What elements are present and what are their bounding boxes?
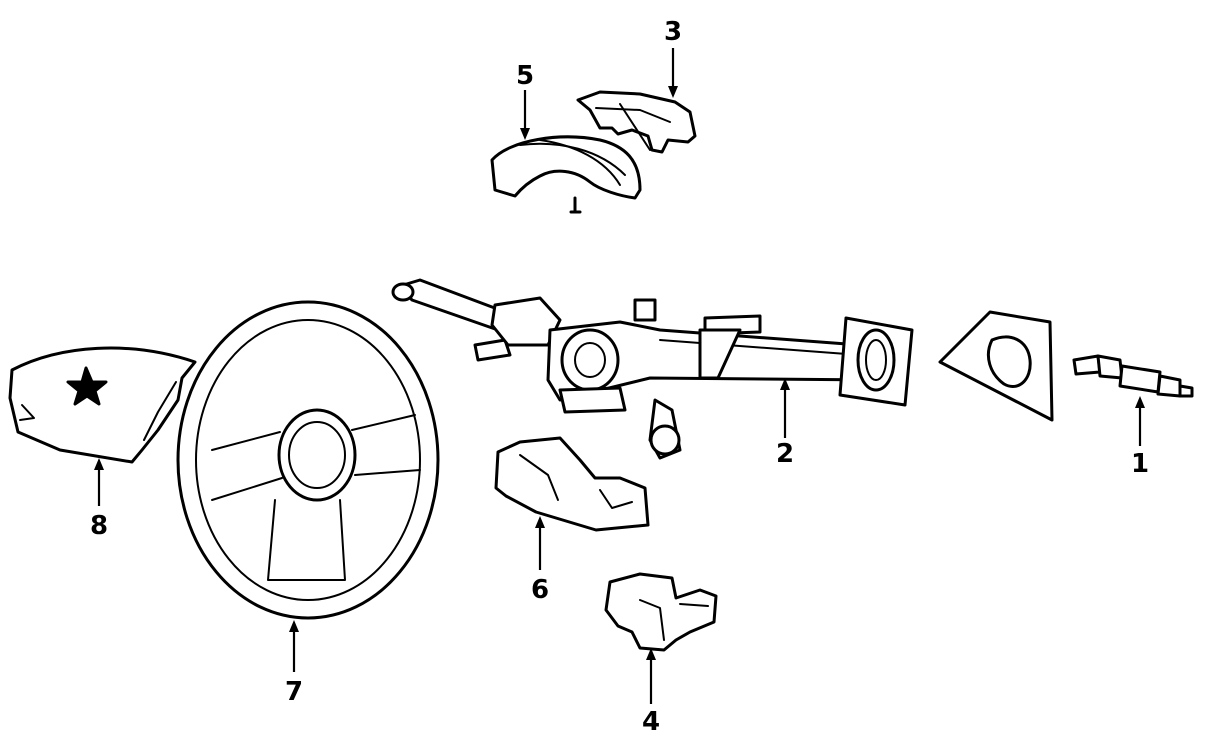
callout-5: 5 [516,61,534,91]
part-steering-wheel [176,300,440,620]
leader-line-7 [289,620,299,672]
callout-8: 8 [90,511,108,541]
callout-6: 6 [531,575,549,605]
part-switch-cover [604,572,718,652]
part-ignition-lock-cylinder [1072,354,1194,398]
callout-3: 3 [664,17,682,47]
callout-1: 1 [1131,449,1149,479]
part-lower-shroud-cap [576,90,697,154]
part-steering-column [391,278,914,460]
leader-line-4 [646,648,656,704]
callout-2: 2 [776,439,794,469]
leader-line-2 [780,378,790,438]
leader-line-1 [1135,396,1145,446]
part-airbag-module [8,346,197,464]
callout-4: 4 [642,707,660,737]
part-ignition-bezel [938,310,1054,422]
part-upper-shroud [490,135,642,214]
leader-line-3 [668,48,678,98]
part-lower-shroud [494,436,650,532]
leader-line-5 [520,90,530,140]
leader-line-6 [535,516,545,570]
callout-7: 7 [285,677,303,707]
leader-line-8 [94,458,104,506]
